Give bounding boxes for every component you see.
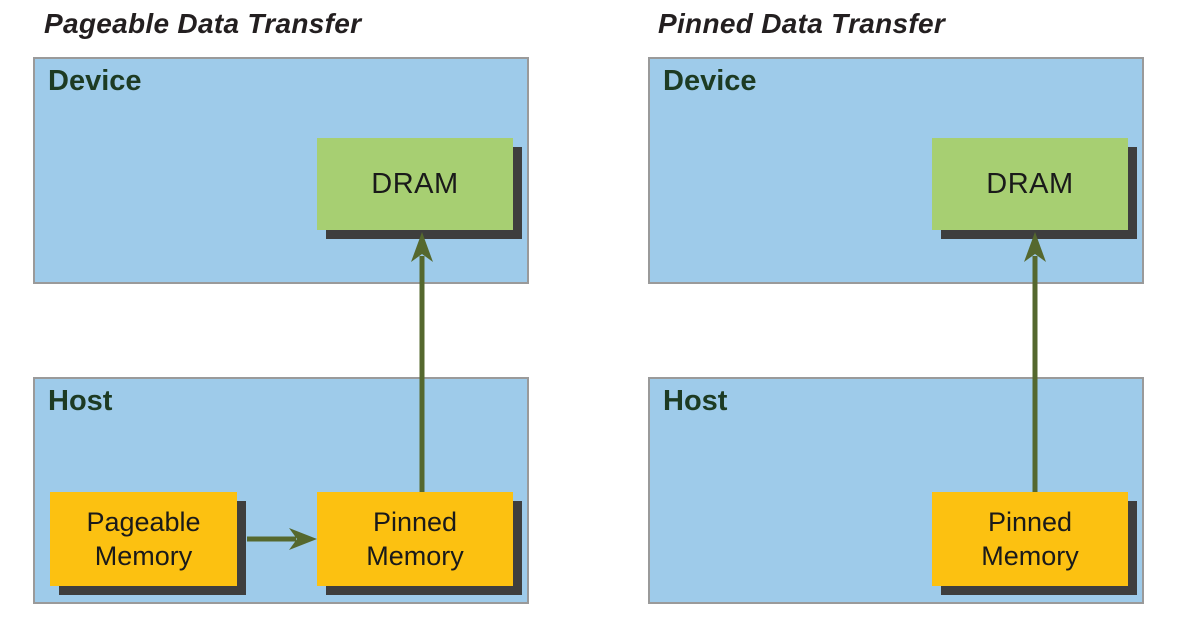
- pageable-memory-label: Pageable Memory: [86, 506, 201, 571]
- dram-node-left: DRAM: [317, 138, 513, 230]
- device-label: Device: [663, 65, 757, 97]
- dram-label: DRAM: [986, 167, 1074, 200]
- pinned-memory-node-right: Pinned Memory: [932, 492, 1128, 586]
- pageable-transfer-title: Pageable Data Transfer: [44, 8, 362, 39]
- host-label: Host: [48, 385, 113, 417]
- dram-label: DRAM: [371, 167, 459, 200]
- dram-node-right: DRAM: [932, 138, 1128, 230]
- pinned-transfer-title: Pinned Data Transfer: [658, 8, 946, 39]
- host-label: Host: [663, 385, 728, 417]
- device-box-right: Device: [648, 57, 1144, 284]
- pinned-memory-label: Pinned Memory: [981, 506, 1079, 571]
- pinned-memory-label: Pinned Memory: [366, 506, 464, 571]
- device-label: Device: [48, 65, 142, 97]
- pinned-memory-node-left: Pinned Memory: [317, 492, 513, 586]
- pageable-memory-node: Pageable Memory: [50, 492, 237, 586]
